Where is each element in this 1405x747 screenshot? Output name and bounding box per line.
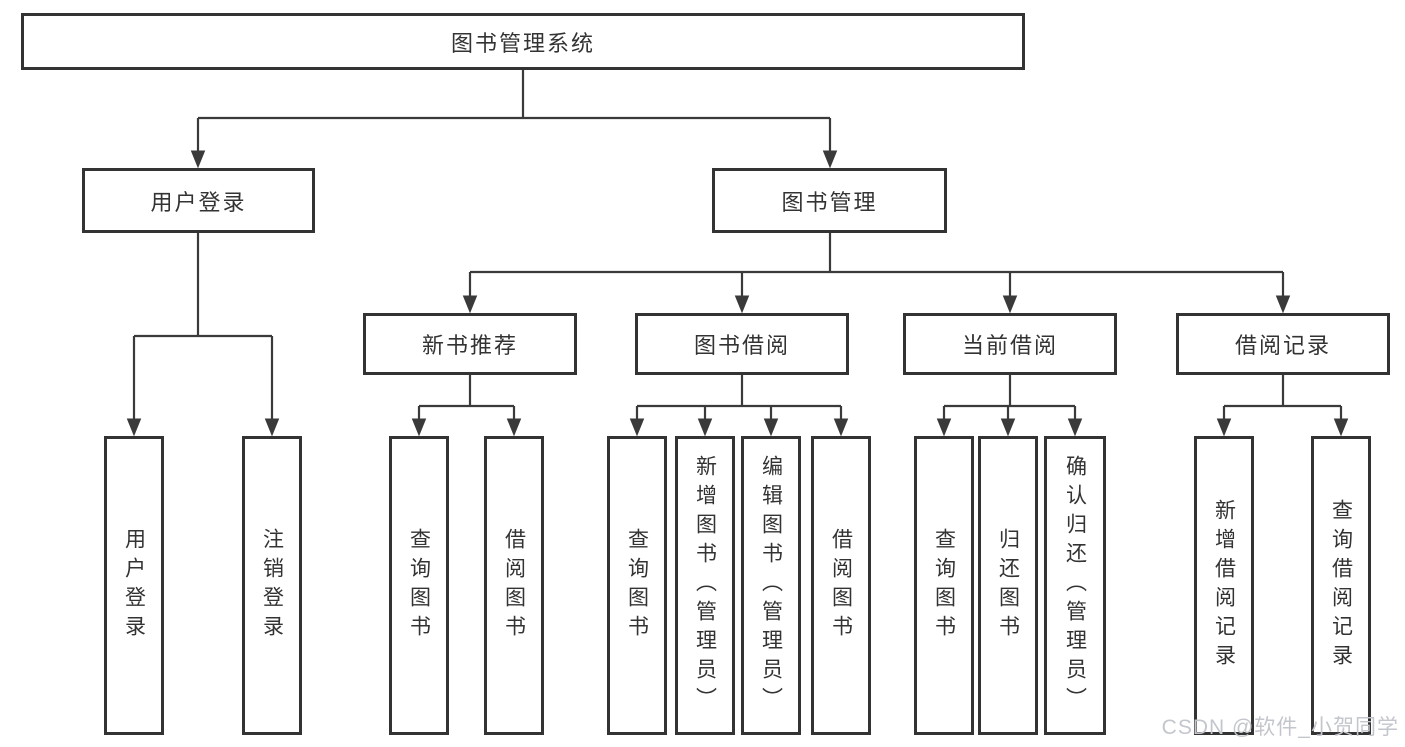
node-label: 新书推荐	[421, 333, 518, 358]
arrowhead-icon	[822, 150, 838, 169]
leaf-current-confirm-return-admin: 确认归还（管理员）	[1044, 436, 1106, 735]
arrowhead-icon	[763, 418, 779, 437]
node-label: 图书管理	[781, 189, 878, 215]
node-label: 编辑图书（管理员）	[759, 455, 783, 716]
arrowhead-icon	[1275, 295, 1291, 314]
csdn-watermark: CSDN @软件_小贺同学	[1161, 716, 1399, 739]
node-label: 注销登录	[260, 527, 284, 644]
node-label: 新增借阅记录	[1212, 498, 1236, 673]
leaf-borrowing-query-book: 查询图书	[607, 436, 667, 735]
node-label: 归还图书	[996, 527, 1020, 644]
arrowhead-icon	[462, 295, 478, 314]
node-book-borrowing: 图书借阅	[635, 313, 849, 375]
arrowhead-icon	[264, 418, 280, 437]
leaf-borrowing-borrow-book: 借阅图书	[811, 436, 871, 735]
node-label: 借阅图书	[502, 527, 526, 644]
node-label: 确认归还（管理员）	[1063, 455, 1087, 716]
node-library-management-system: 图书管理系统	[21, 13, 1025, 70]
arrowhead-icon	[126, 418, 142, 437]
node-label: 新增图书（管理员）	[693, 455, 717, 716]
arrowhead-icon	[629, 418, 645, 437]
arrowhead-icon	[936, 418, 952, 437]
connector-paths	[132, 70, 1343, 419]
leaf-user-login: 用户登录	[104, 436, 164, 735]
leaf-records-query-borrow-record: 查询借阅记录	[1311, 436, 1371, 735]
node-label: 查询图书	[932, 527, 956, 644]
node-label: 查询借阅记录	[1329, 498, 1353, 673]
arrowhead-icon	[833, 418, 849, 437]
node-label: 借阅记录	[1234, 333, 1331, 358]
arrowhead-icon	[506, 418, 522, 437]
leaf-current-return-book: 归还图书	[978, 436, 1038, 735]
node-label: 图书管理系统	[450, 30, 595, 56]
node-label: 图书借阅	[693, 333, 790, 358]
node-user-login: 用户登录	[82, 168, 315, 233]
leaf-borrowing-edit-book-admin: 编辑图书（管理员）	[741, 436, 801, 735]
leaf-current-query-book: 查询图书	[914, 436, 974, 735]
node-new-book-recommendation: 新书推荐	[363, 313, 577, 375]
leaf-borrowing-add-book-admin: 新增图书（管理员）	[675, 436, 735, 735]
node-borrowing-records: 借阅记录	[1176, 313, 1390, 375]
leaf-recommend-borrow-book: 借阅图书	[484, 436, 544, 735]
arrowhead-icon	[1067, 418, 1083, 437]
arrowhead-icon	[1333, 418, 1349, 437]
node-label: 用户登录	[122, 527, 146, 644]
leaf-recommend-query-book: 查询图书	[389, 436, 449, 735]
node-label: 借阅图书	[829, 527, 853, 644]
arrowhead-icon	[411, 418, 427, 437]
arrowhead-icon	[734, 295, 750, 314]
arrowhead-icon	[1216, 418, 1232, 437]
arrowhead-icon	[697, 418, 713, 437]
node-label: 查询图书	[625, 527, 649, 644]
node-book-management: 图书管理	[712, 168, 947, 233]
leaf-records-add-borrow-record: 新增借阅记录	[1194, 436, 1254, 735]
node-current-borrowing: 当前借阅	[903, 313, 1117, 375]
node-label: 当前借阅	[961, 333, 1058, 358]
arrowhead-icon	[190, 150, 206, 169]
arrowhead-icon	[1000, 418, 1016, 437]
node-label: 用户登录	[150, 189, 247, 215]
leaf-logout: 注销登录	[242, 436, 302, 735]
arrowhead-icon	[1002, 295, 1018, 314]
node-label: 查询图书	[407, 527, 431, 644]
